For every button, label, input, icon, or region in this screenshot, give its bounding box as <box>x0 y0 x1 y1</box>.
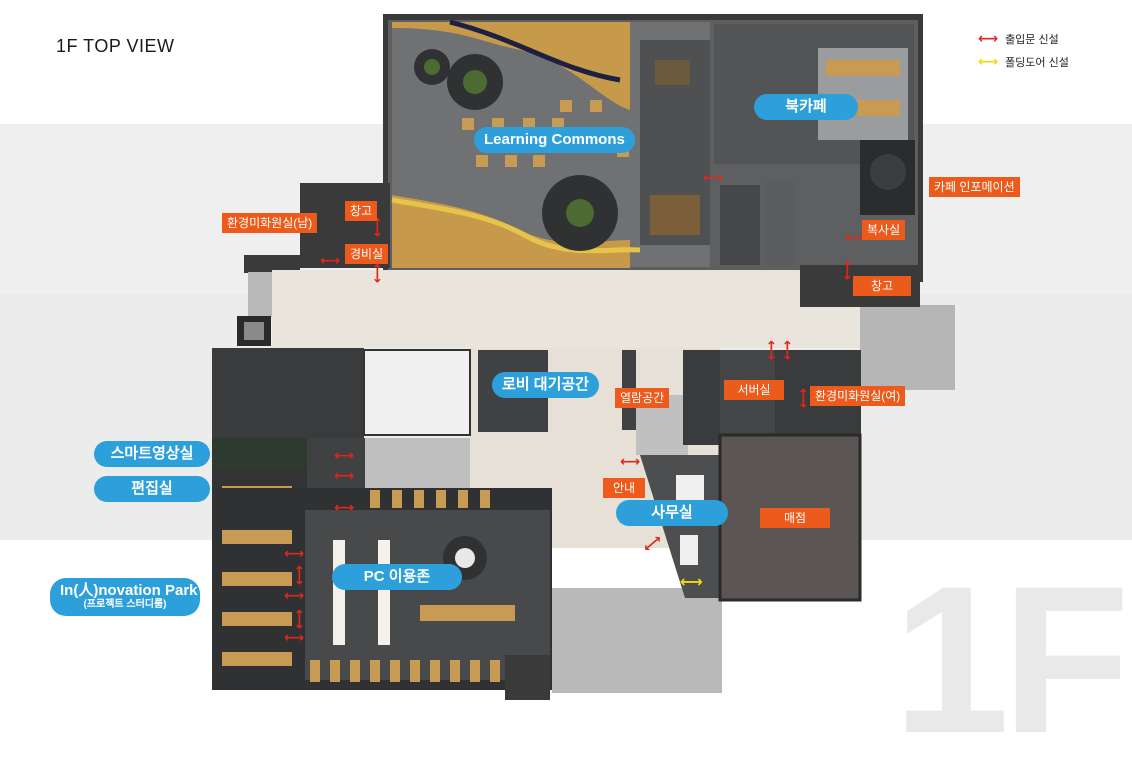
wood-wave-top <box>392 22 630 110</box>
floor-plan <box>212 14 955 700</box>
legend-folding-door: ⟷ 폴딩도어 신설 <box>978 53 1069 70</box>
label-smart-video: 스마트영상실 <box>94 441 210 467</box>
label-storage-right: 창고 <box>853 276 911 296</box>
door-arrow-icon: ⟷ <box>334 447 355 463</box>
label-reading-space: 열람공간 <box>615 388 670 408</box>
door-arrow-icon: ⟷ <box>370 262 387 284</box>
label-storage-left: 창고 <box>345 201 378 221</box>
door-arrow-icon: ⟷ <box>284 587 305 603</box>
label-lobby-waiting: 로비 대기공간 <box>492 372 599 398</box>
door-arrow-icon: ⟷ <box>284 545 305 561</box>
navy-wave-line <box>449 19 621 83</box>
door-arrow-icon: ⟷ <box>845 229 866 245</box>
yellow-wave-line <box>391 197 641 254</box>
label-book-cafe: 북카페 <box>754 94 858 120</box>
main-corridor <box>272 270 862 348</box>
label-store: 매점 <box>760 508 830 528</box>
label-restroom-women: 환경미화원실(여) <box>810 386 906 406</box>
legend-door-label: 출입문 신설 <box>1005 34 1059 46</box>
door-arrow-icon: ⟷ <box>320 252 341 268</box>
door-arrow-icon: ⟷ <box>620 453 641 469</box>
red-double-arrow-icon: ⟷ <box>978 30 999 46</box>
yellow-double-arrow-icon: ⟷ <box>978 53 999 69</box>
label-learning-commons: Learning Commons <box>474 127 635 153</box>
door-arrow-icon: ⟷ <box>780 339 797 361</box>
label-office: 사무실 <box>616 500 728 526</box>
innovation-park-title: In(人)novation Park <box>60 582 198 599</box>
lower-stair <box>552 588 722 693</box>
door-arrow-icon: ⟷ <box>703 169 724 185</box>
label-info-desk: 안내 <box>603 478 645 498</box>
label-editing: 편집실 <box>94 476 210 502</box>
floor-watermark: 1F <box>892 542 1130 777</box>
legend-door: ⟷ 출입문 신설 <box>978 30 1059 47</box>
label-cafe-info: 카페 인포메이션 <box>929 177 1020 197</box>
innovation-park-subtitle: (프로젝트 스터디룸) <box>83 599 167 610</box>
label-server-room: 서버실 <box>724 380 784 400</box>
pc-booths <box>310 660 500 682</box>
label-security: 경비실 <box>345 244 389 264</box>
door-arrow-icon: ⟷ <box>334 499 355 515</box>
pc-zone-floor <box>305 510 550 680</box>
right-stair <box>860 305 955 390</box>
label-copy-room: 복사실 <box>862 220 906 240</box>
page-title: 1F TOP VIEW <box>56 36 175 56</box>
door-arrow-icon: ⟷ <box>840 259 857 281</box>
legend-folding-label: 폴딩도어 신설 <box>1005 57 1069 69</box>
door-arrow-icon: ⟷ <box>796 387 813 409</box>
pc-long-table <box>420 605 515 621</box>
label-pc-zone: PC 이용존 <box>332 564 462 590</box>
door-arrow-icon: ⟷ <box>284 629 305 645</box>
door-arrow-icon: ⟷ <box>334 467 355 483</box>
study-room-tables <box>222 530 292 666</box>
door-arrow-icon: ⟷ <box>764 339 781 361</box>
label-restroom-men: 환경미화원실(남) <box>222 213 318 233</box>
folding-door-arrow-icon: ⟷ <box>680 574 703 591</box>
mid-left-block <box>212 348 364 438</box>
label-innovation-park: In(人)novation Park (프로젝트 스터디룸) <box>50 578 200 616</box>
door-arrow-icon: ⟷ <box>292 608 309 630</box>
door-arrow-icon: ⟷ <box>292 564 309 586</box>
